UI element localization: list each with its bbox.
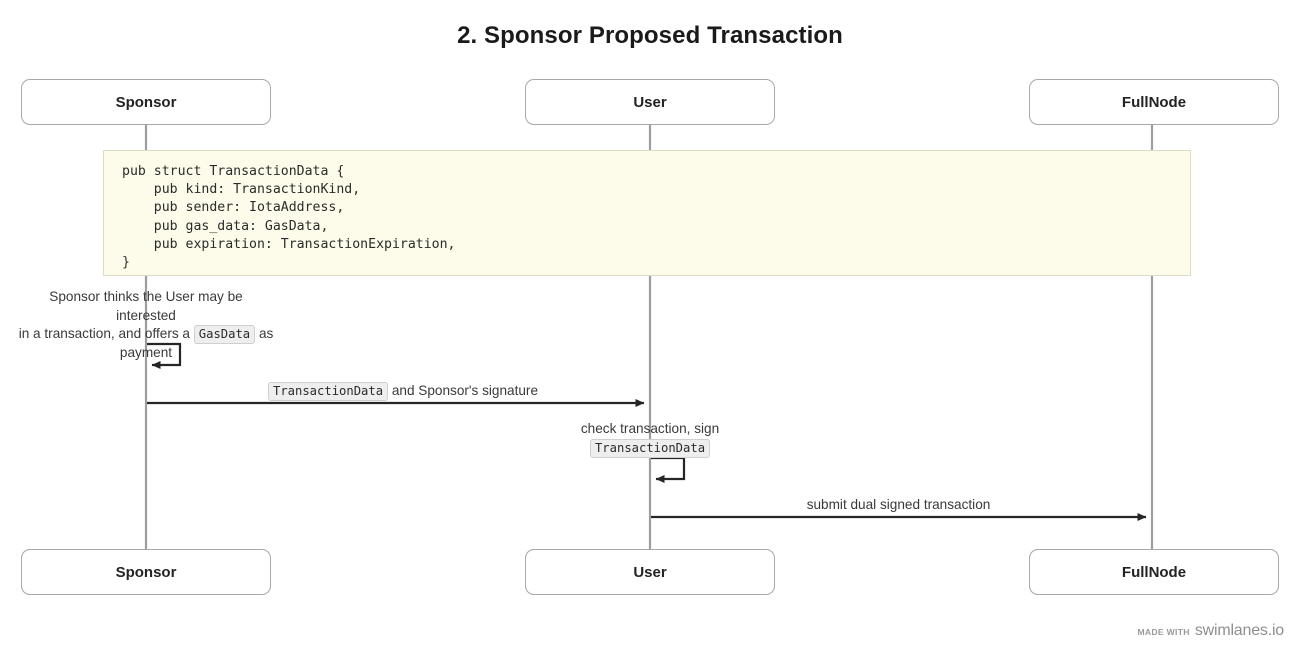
code-note-text: pub struct TransactionData { pub kind: T… xyxy=(122,164,456,271)
message-label-submit-dual-signed-text: submit dual signed transaction xyxy=(806,497,991,512)
participant-label-fullnode-top: FullNode xyxy=(1121,93,1187,111)
message-label-transaction-data-signature: TransactionData and Sponsor's signature xyxy=(268,382,539,401)
participant-label-sponsor-top: Sponsor xyxy=(115,93,177,111)
note-sponsor-thinks-line2-after: as xyxy=(258,326,274,341)
note-sponsor-thinks-line1: Sponsor thinks the User may be intereste… xyxy=(49,289,243,323)
participant-label-fullnode-bottom: FullNode xyxy=(1121,563,1187,581)
participant-label-user-top: User xyxy=(633,93,667,111)
watermark-made-with: Made with xyxy=(1137,627,1190,637)
inline-code-gasdata: GasData xyxy=(193,325,256,344)
message-arrow-sponsor-self xyxy=(147,342,182,369)
participant-box-fullnode-top[interactable]: FullNode xyxy=(1029,79,1279,125)
message-label-submit-dual-signed: submit dual signed transaction xyxy=(651,496,1146,514)
note-sponsor-thinks-line3: payment xyxy=(119,344,173,360)
message-label-transaction-data-signature-text: and Sponsor's signature xyxy=(388,383,539,398)
participant-box-fullnode-bottom[interactable]: FullNode xyxy=(1029,549,1279,595)
watermark[interactable]: Made with swimlanes.io xyxy=(1137,622,1284,640)
participant-label-sponsor-bottom: Sponsor xyxy=(115,563,177,581)
inline-code-transactiondata-1: TransactionData xyxy=(268,382,389,401)
participant-box-sponsor-bottom[interactable]: Sponsor xyxy=(21,549,271,595)
note-sponsor-thinks: Sponsor thinks the User may be intereste… xyxy=(18,288,274,362)
message-label-check-transaction-sign-line1: check transaction, sign xyxy=(580,421,720,436)
inline-code-transactiondata-2: TransactionData xyxy=(589,438,711,458)
note-sponsor-thinks-line2-before: in a transaction, and offers a xyxy=(18,326,190,341)
watermark-brand: swimlanes.io xyxy=(1194,622,1284,639)
participant-box-sponsor-top[interactable]: Sponsor xyxy=(21,79,271,125)
participant-box-user-top[interactable]: User xyxy=(525,79,775,125)
participant-label-user-bottom: User xyxy=(633,563,667,581)
participant-box-user-bottom[interactable]: User xyxy=(525,549,775,595)
code-note-transaction-data: pub struct TransactionData { pub kind: T… xyxy=(103,150,1191,276)
page-title: 2. Sponsor Proposed Transaction xyxy=(457,22,843,49)
message-arrow-user-self xyxy=(651,456,686,483)
message-label-check-transaction-sign: check transaction, sign TransactionData xyxy=(550,420,750,458)
